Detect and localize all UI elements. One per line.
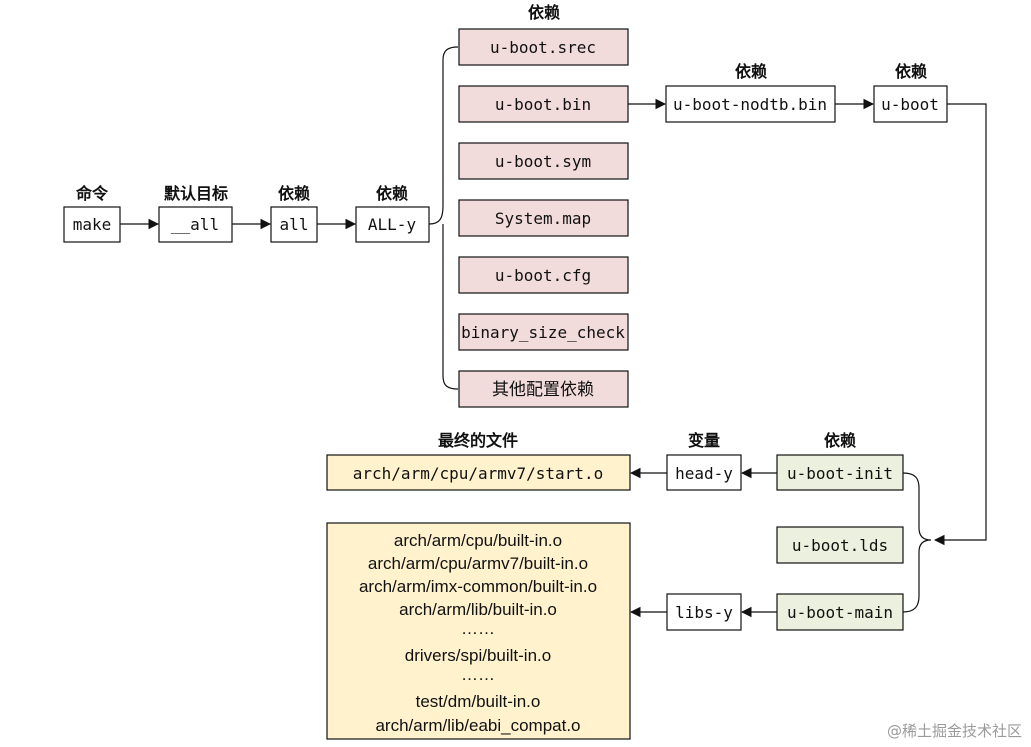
node-sym: u-boot.sym bbox=[458, 142, 629, 180]
node-start-o: arch/arm/cpu/armv7/start.o bbox=[326, 454, 631, 491]
node-sym-label: u-boot.sym bbox=[495, 152, 591, 171]
node-cfg: u-boot.cfg bbox=[458, 256, 629, 294]
node-uboot-main: u-boot-main bbox=[776, 593, 904, 631]
node-uboot-init: u-boot-init bbox=[776, 454, 904, 491]
node-make: make bbox=[63, 206, 121, 243]
libs-list-item: arch/arm/cpu/built-in.o bbox=[394, 531, 562, 550]
label-depends-uboot: 依赖 bbox=[895, 62, 927, 81]
node-ally-label: ALL-y bbox=[368, 215, 417, 234]
label-depends-top: 依赖 bbox=[528, 3, 560, 22]
libs-list-ellipsis: …… bbox=[461, 619, 495, 638]
libs-list-item: arch/arm/cpu/armv7/built-in.o bbox=[368, 554, 588, 573]
node-other-deps: 其他配置依赖 bbox=[458, 370, 629, 408]
libs-list-ellipsis: …… bbox=[461, 665, 495, 684]
node-uboot-init-label: u-boot-init bbox=[787, 464, 893, 483]
node-bin-label: u-boot.bin bbox=[495, 95, 591, 114]
node-ally: ALL-y bbox=[355, 206, 430, 243]
node-head-y-label: head-y bbox=[675, 464, 733, 483]
node-head-y: head-y bbox=[666, 454, 742, 491]
node-uboot-label: u-boot bbox=[881, 95, 939, 114]
label-default-target: 默认目标 bbox=[164, 184, 228, 203]
node-nodtb-bin-label: u-boot-nodtb.bin bbox=[673, 95, 827, 114]
brace-ally-deps bbox=[428, 46, 459, 390]
libs-list-item: drivers/spi/built-in.o bbox=[405, 646, 551, 665]
label-depends-nodtb: 依赖 bbox=[735, 62, 767, 81]
node-all: all bbox=[270, 206, 318, 243]
label-depends-all: 依赖 bbox=[278, 184, 310, 203]
node-srec-label: u-boot.srec bbox=[490, 38, 596, 57]
node-other-deps-label: 其他配置依赖 bbox=[492, 380, 594, 400]
node-nodtb-bin: u-boot-nodtb.bin bbox=[665, 85, 836, 123]
label-variable: 变量 bbox=[688, 431, 720, 450]
label-command: 命令 bbox=[75, 184, 109, 203]
label-final-files: 最终的文件 bbox=[438, 431, 518, 450]
libs-list-item: arch/arm/imx-common/built-in.o bbox=[359, 577, 597, 596]
node-size-check-label: binary_size_check bbox=[461, 323, 625, 342]
node-srec: u-boot.srec bbox=[458, 28, 629, 66]
node-uboot-main-label: u-boot-main bbox=[787, 603, 893, 622]
node-default-all-label: __all bbox=[171, 215, 219, 234]
node-libs-y-label: libs-y bbox=[675, 603, 733, 622]
libs-list-item: arch/arm/lib/eabi_compat.o bbox=[375, 716, 580, 735]
node-cfg-label: u-boot.cfg bbox=[495, 266, 591, 285]
node-default-all: __all bbox=[158, 206, 233, 243]
libs-list-item: test/dm/built-in.o bbox=[416, 692, 541, 711]
label-depends-ally: 依赖 bbox=[376, 184, 408, 203]
node-uboot-lds-label: u-boot.lds bbox=[792, 536, 888, 555]
brace-init-main bbox=[902, 472, 932, 613]
node-system-map-label: System.map bbox=[495, 209, 591, 228]
node-start-o-label: arch/arm/cpu/armv7/start.o bbox=[353, 464, 603, 483]
node-all-label: all bbox=[280, 215, 309, 234]
node-size-check: binary_size_check bbox=[458, 313, 629, 351]
node-uboot: u-boot bbox=[873, 85, 948, 123]
watermark: @稀土掘金技术社区 bbox=[887, 722, 1022, 740]
node-libs-y: libs-y bbox=[666, 593, 742, 631]
node-libs-list: arch/arm/cpu/built-in.o arch/arm/cpu/arm… bbox=[326, 522, 631, 740]
libs-list-item: arch/arm/lib/built-in.o bbox=[399, 600, 557, 619]
label-depends-init: 依赖 bbox=[824, 431, 856, 450]
node-make-label: make bbox=[73, 215, 112, 234]
node-bin: u-boot.bin bbox=[458, 85, 629, 123]
node-uboot-lds: u-boot.lds bbox=[776, 526, 904, 564]
node-system-map: System.map bbox=[458, 199, 629, 237]
connector-uboot-to-brace bbox=[933, 103, 987, 546]
